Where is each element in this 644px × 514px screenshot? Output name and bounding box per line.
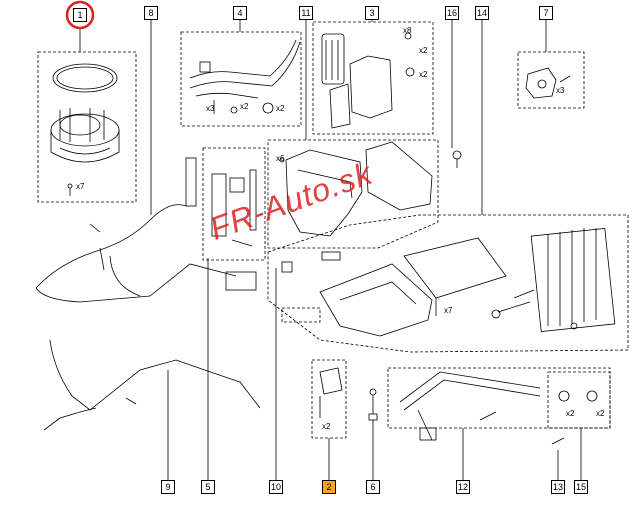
qty-label: x2 — [322, 422, 331, 431]
screw-16 — [452, 150, 462, 168]
hoses — [189, 39, 301, 114]
heater-core — [403, 227, 616, 333]
qty-label: x2 — [419, 46, 428, 55]
lower-housing — [281, 261, 437, 337]
box-resistor — [311, 359, 347, 439]
box-heater — [267, 214, 629, 353]
box-blower — [37, 51, 137, 203]
pipes — [399, 371, 541, 441]
callout-15[interactable]: 15 — [574, 480, 588, 494]
qty-label: x6 — [276, 154, 285, 163]
callout-3[interactable]: 3 — [365, 6, 379, 20]
filter-parts — [185, 157, 257, 247]
callout-12[interactable]: 12 — [456, 480, 470, 494]
callout-4[interactable]: 4 — [233, 6, 247, 20]
box-housing — [267, 139, 439, 249]
qty-label: x7 — [444, 306, 453, 315]
callout-14[interactable]: 14 — [475, 6, 489, 20]
highlight-circle — [65, 0, 95, 30]
box-pipes — [387, 367, 611, 429]
box-filter-parts — [202, 147, 266, 261]
qty-label: x2 — [276, 104, 285, 113]
callout-16[interactable]: 16 — [445, 6, 459, 20]
box-actuator — [517, 51, 585, 109]
heater-housing — [279, 141, 433, 261]
callout-5[interactable]: 5 — [201, 480, 215, 494]
qty-label: x7 — [76, 182, 85, 191]
box-clip — [281, 307, 321, 323]
box-flaps — [312, 21, 434, 135]
group-boxes — [37, 21, 629, 439]
callout-13[interactable]: 13 — [551, 480, 565, 494]
qty-label: x2 — [419, 70, 428, 79]
blower-motor — [50, 63, 120, 196]
wiring-harness — [35, 204, 261, 431]
qty-label: x3 — [556, 86, 565, 95]
flaps — [321, 32, 415, 129]
callout-1[interactable]: 1 — [73, 8, 87, 22]
callout-7[interactable]: 7 — [539, 6, 553, 20]
callout-2[interactable]: 2 — [322, 480, 336, 494]
box-clips-15 — [547, 371, 611, 429]
qty-label: x2 — [566, 409, 575, 418]
qty-label: x8 — [403, 26, 412, 35]
box-hoses — [180, 31, 302, 127]
actuator — [525, 67, 571, 99]
callout-6[interactable]: 6 — [366, 480, 380, 494]
qty-label: x2 — [240, 102, 249, 111]
callout-10[interactable]: 10 — [269, 480, 283, 494]
qty-label: x2 — [596, 409, 605, 418]
qty-label: x3 — [206, 104, 215, 113]
clips-and-rod — [551, 390, 598, 445]
callout-8[interactable]: 8 — [144, 6, 158, 20]
sensor-6 — [368, 388, 378, 421]
callout-11[interactable]: 11 — [299, 6, 313, 20]
leader-lines — [79, 20, 582, 480]
resistor — [319, 367, 343, 418]
callout-9[interactable]: 9 — [161, 480, 175, 494]
